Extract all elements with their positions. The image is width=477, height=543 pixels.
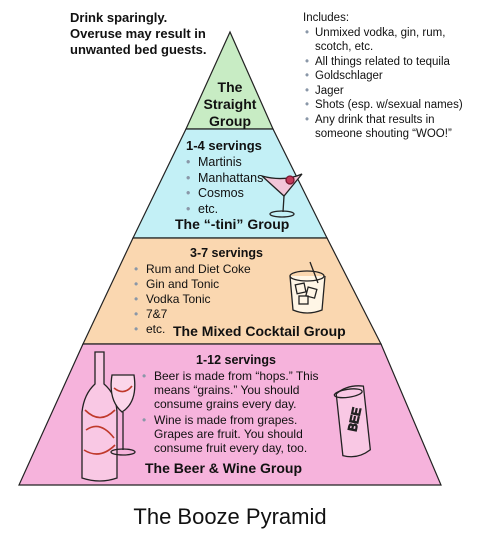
- beer-servings: 1-12 servings: [196, 353, 276, 367]
- list-item: Rum and Diet Coke: [132, 262, 251, 277]
- mixed-items: Rum and Diet Coke Gin and Tonic Vodka To…: [132, 262, 251, 337]
- list-item: 7&7: [132, 307, 251, 322]
- list-item: Jager: [303, 84, 477, 99]
- title-line: Straight: [203, 96, 257, 112]
- pyramid-caption: The Booze Pyramid: [133, 504, 327, 529]
- list-item: Vodka Tonic: [132, 292, 251, 307]
- list-item: Manhattans: [184, 171, 263, 187]
- warning-note: Drink sparingly. Overuse may result in u…: [70, 10, 225, 58]
- includes-list: Includes: Unmixed vodka, gin, rum, scotc…: [303, 11, 477, 142]
- list-item: etc.: [184, 202, 263, 218]
- list-item: Martinis: [184, 155, 263, 171]
- title-line: Group: [209, 113, 251, 129]
- can-label: BEE: [345, 406, 364, 432]
- tini-group-title: The “-tini” Group: [175, 216, 290, 232]
- mixed-servings: 3-7 servings: [190, 246, 263, 260]
- beer-items: Beer is made from “hops.” This means “gr…: [140, 369, 330, 455]
- martini-glass-icon: [261, 173, 303, 218]
- rocks-glass-icon: [289, 261, 326, 314]
- list-item: Cosmos: [184, 186, 263, 202]
- warning-line: unwanted bed guests.: [70, 42, 207, 57]
- list-item: Wine is made from grapes. Grapes are fru…: [140, 413, 330, 455]
- tini-servings: 1-4 servings: [186, 138, 262, 153]
- beer-group-title: The Beer & Wine Group: [145, 460, 303, 476]
- list-item: All things related to tequila: [303, 55, 477, 70]
- list-item: Beer is made from “hops.” This means “gr…: [140, 369, 330, 411]
- list-item: Unmixed vodka, gin, rum, scotch, etc.: [303, 26, 477, 55]
- beer-notes: Beer is made from “hops.” This means “gr…: [140, 369, 330, 457]
- list-item: Any drink that results in someone shouti…: [303, 113, 477, 142]
- includes-heading: Includes:: [303, 12, 350, 24]
- wine-glass-icon: [110, 374, 136, 456]
- mixed-group-title: The Mixed Cocktail Group: [173, 323, 346, 339]
- title-line: The: [217, 79, 243, 95]
- list-item: Shots (esp. w/sexual names): [303, 98, 477, 113]
- list-item: Gin and Tonic: [132, 277, 251, 292]
- warning-line: Drink sparingly.: [70, 10, 168, 25]
- includes-items: Unmixed vodka, gin, rum, scotch, etc. Al…: [303, 26, 477, 142]
- tini-items: Martinis Manhattans Cosmos etc.: [184, 155, 263, 217]
- warning-line: Overuse may result in: [70, 26, 206, 41]
- list-item: etc.: [132, 322, 251, 337]
- straight-group-title: The Straight Group: [180, 79, 280, 130]
- beer-can-icon: BEE: [333, 385, 372, 458]
- list-item: Goldschlager: [303, 69, 477, 84]
